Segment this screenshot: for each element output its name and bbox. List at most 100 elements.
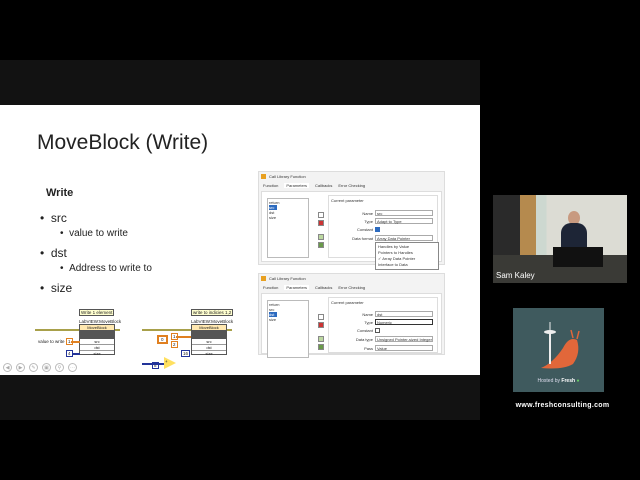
moveblock-node[interactable]: MoveBlock src dst size bbox=[191, 324, 227, 356]
previous-slide-icon[interactable]: ◀ bbox=[3, 363, 12, 372]
pen-icon[interactable]: ✎ bbox=[29, 363, 38, 372]
data-format-dropdown: Handles by Value Pointers to Handles ✓ A… bbox=[375, 242, 439, 270]
param-item[interactable]: size bbox=[269, 317, 277, 322]
move-up-button[interactable] bbox=[318, 234, 324, 240]
param-item[interactable]: src bbox=[269, 205, 277, 210]
dropdown-option[interactable]: Pointers to Handles bbox=[378, 250, 413, 255]
moveblock-node[interactable]: MoveBlock src dst size bbox=[79, 324, 115, 356]
add-node-icon[interactable] bbox=[164, 357, 176, 369]
param-item[interactable]: dst bbox=[269, 210, 275, 215]
parameter-list[interactable]: return src dst size bbox=[267, 198, 309, 258]
bullet-label: size bbox=[50, 281, 73, 295]
sponsor-url[interactable]: www.freshconsulting.com bbox=[515, 402, 610, 409]
tab-error-checking[interactable]: Error Checking bbox=[338, 285, 366, 290]
array-element[interactable]: 2 bbox=[171, 341, 178, 348]
delete-param-button[interactable] bbox=[318, 220, 324, 226]
dropdown-option[interactable]: Interface to Data bbox=[378, 262, 408, 267]
tab-callbacks[interactable]: Callbacks bbox=[315, 183, 333, 188]
constant-label: Constant bbox=[356, 227, 373, 232]
tab-parameters[interactable]: Parameters bbox=[284, 183, 310, 188]
presenter-name: Sam Kaley bbox=[496, 271, 535, 280]
data-type-label: Data type bbox=[355, 337, 373, 342]
labview-icon bbox=[261, 276, 266, 281]
node-title: MoveBlock bbox=[80, 325, 114, 331]
current-parameter-group: Current parameter Name dst Type Numeric … bbox=[328, 297, 438, 353]
numeric-wire bbox=[142, 363, 166, 365]
current-parameter-group: Current parameter Name src Type Adapt to… bbox=[328, 195, 439, 270]
library-path: LabVIEW:MoveBlock bbox=[191, 319, 234, 324]
tab-parameters[interactable]: Parameters bbox=[284, 285, 310, 290]
parameter-list[interactable]: return src dst size bbox=[267, 300, 309, 358]
library-path: LabVIEW:MoveBlock bbox=[79, 319, 122, 324]
labview-icon bbox=[261, 174, 266, 179]
diagram-label: Write 1 element bbox=[79, 309, 115, 316]
presenter-head bbox=[568, 211, 580, 225]
tab-function[interactable]: Function bbox=[263, 183, 279, 188]
add-operator: + bbox=[165, 359, 168, 364]
option-label: Array Data Pointer bbox=[382, 256, 416, 261]
dropdown-option-selected[interactable]: ✓ Array Data Pointer bbox=[378, 256, 416, 261]
move-up-button[interactable] bbox=[318, 336, 324, 342]
dialog-header: Call Library Function bbox=[259, 172, 444, 181]
slide-subtitle: Write bbox=[46, 187, 74, 199]
name-field[interactable]: src bbox=[375, 210, 433, 216]
add-param-button[interactable] bbox=[318, 314, 324, 320]
array-constant[interactable]: 0 bbox=[157, 335, 168, 344]
numeric-constant[interactable]: 8 bbox=[152, 362, 159, 369]
bullet-label: src bbox=[50, 211, 67, 225]
sub-bullet: • value to write bbox=[60, 228, 128, 239]
move-down-button[interactable] bbox=[318, 242, 324, 248]
type-label: Type bbox=[364, 219, 373, 224]
param-item[interactable]: size bbox=[269, 215, 277, 220]
dialog-header: Call Library Function bbox=[259, 274, 444, 283]
node-title: MoveBlock bbox=[192, 325, 226, 331]
name-field[interactable]: dst bbox=[375, 311, 433, 317]
bullet-size: • size bbox=[40, 281, 73, 295]
size-constant[interactable]: 16 bbox=[181, 350, 191, 357]
name-label: Name bbox=[362, 312, 373, 317]
delete-param-button[interactable] bbox=[318, 322, 324, 328]
move-down-button[interactable] bbox=[318, 344, 324, 350]
zoom-icon[interactable]: ⚲ bbox=[55, 363, 64, 372]
slides-icon[interactable]: ▣ bbox=[42, 363, 51, 372]
more-icon[interactable]: ⋯ bbox=[68, 363, 77, 372]
type-select[interactable]: Adapt to Type bbox=[375, 218, 433, 224]
dropdown-option[interactable]: Handles by Value bbox=[378, 244, 410, 249]
hosted-by-text: Hosted by Fresh ● bbox=[513, 378, 604, 384]
sub-bullet: • Address to write to bbox=[60, 263, 152, 274]
tab-callbacks[interactable]: Callbacks bbox=[315, 285, 333, 290]
terminal-dst: dst bbox=[192, 345, 226, 351]
param-item[interactable]: return bbox=[269, 200, 280, 205]
constant-checkbox[interactable] bbox=[375, 328, 380, 333]
data-wire bbox=[71, 341, 80, 343]
pass-select[interactable]: Value bbox=[375, 345, 433, 351]
size-wire bbox=[72, 353, 80, 355]
name-label: Name bbox=[362, 211, 373, 216]
sub-bullet-label: value to write bbox=[69, 228, 128, 239]
group-label: Current parameter bbox=[331, 198, 364, 203]
sponsor-logo: Hosted by Fresh ● bbox=[513, 308, 604, 392]
tab-function[interactable]: Function bbox=[263, 285, 279, 290]
type-label: Type bbox=[364, 320, 373, 325]
parameters-pane: return src dst size Current parameter Na… bbox=[261, 191, 442, 270]
type-select[interactable]: Numeric bbox=[375, 319, 433, 325]
dialog-tabs: Function Parameters Callbacks Error Chec… bbox=[259, 283, 444, 292]
data-type-select[interactable]: Unsigned Pointer-sized Integer bbox=[375, 336, 433, 342]
param-item[interactable]: return bbox=[269, 302, 280, 307]
dialog-title: Call Library Function bbox=[269, 174, 306, 179]
slide-controls: ◀ ▶ ✎ ▣ ⚲ ⋯ bbox=[3, 363, 77, 372]
param-item[interactable]: dst bbox=[269, 312, 277, 317]
tab-error-checking[interactable]: Error Checking bbox=[338, 183, 366, 188]
add-param-button[interactable] bbox=[318, 212, 324, 218]
presentation-slide: MoveBlock (Write) Write • src • value to… bbox=[0, 105, 480, 375]
param-item[interactable]: src bbox=[269, 307, 275, 312]
bullet-label: dst bbox=[50, 246, 67, 260]
pass-label: Pass bbox=[364, 346, 373, 351]
data-format-label: Data format bbox=[352, 236, 373, 241]
error-wire bbox=[35, 329, 120, 331]
next-slide-icon[interactable]: ▶ bbox=[16, 363, 25, 372]
data-format-select[interactable]: Array Data Pointer bbox=[375, 235, 433, 241]
data-wire bbox=[176, 336, 191, 338]
bullet-src: • src bbox=[40, 211, 67, 225]
constant-checkbox[interactable] bbox=[375, 227, 380, 232]
